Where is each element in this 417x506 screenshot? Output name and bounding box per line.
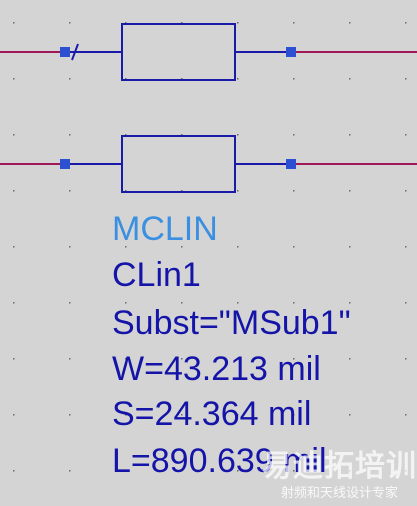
grid-dot (349, 358, 351, 360)
grid-dot (13, 414, 15, 416)
grid-dot (293, 414, 295, 416)
grid-dot (237, 190, 239, 192)
pin-2[interactable] (286, 47, 296, 57)
component-model-label[interactable]: MCLIN (112, 210, 218, 248)
grid-dot (125, 134, 127, 136)
grid-dot (13, 190, 15, 192)
grid-dot (405, 414, 407, 416)
grid-dot (349, 190, 351, 192)
grid-dot (181, 414, 183, 416)
grid-dot (69, 190, 71, 192)
grid-dot (405, 22, 407, 24)
grid-dot (405, 470, 407, 472)
grid-dot (349, 470, 351, 472)
grid-dot (181, 134, 183, 136)
grid-dot (181, 22, 183, 24)
grid-dots (13, 22, 407, 472)
grid-dot (349, 22, 351, 24)
grid-dot (293, 470, 295, 472)
grid-dot (13, 302, 15, 304)
grid-dot (237, 302, 239, 304)
pin-1[interactable] (60, 47, 70, 57)
grid-dot (181, 302, 183, 304)
grid-dot (237, 358, 239, 360)
grid-dot (13, 246, 15, 248)
grid-dot (293, 190, 295, 192)
grid-dot (69, 358, 71, 360)
grid-dot (293, 358, 295, 360)
grid-dot (69, 246, 71, 248)
component-instance-name[interactable]: CLin1 (112, 256, 201, 294)
grid-dot (237, 22, 239, 24)
grid-dot (125, 470, 127, 472)
grid-dot (405, 134, 407, 136)
grid-dot (349, 302, 351, 304)
grid-dot (181, 246, 183, 248)
pin-3[interactable] (60, 159, 70, 169)
param-width[interactable]: W=43.213 mil (112, 350, 321, 388)
grid-dot (237, 246, 239, 248)
grid-dot (125, 78, 127, 80)
grid-dot (13, 470, 15, 472)
grid-dot (69, 302, 71, 304)
grid-dot (69, 470, 71, 472)
param-spacing[interactable]: S=24.364 mil (112, 395, 312, 433)
grid-dot (13, 358, 15, 360)
grid-dot (13, 134, 15, 136)
grid-dot (125, 190, 127, 192)
grid-dot (293, 134, 295, 136)
grid-dot (125, 246, 127, 248)
grid-dot (69, 78, 71, 80)
grid-dot (125, 414, 127, 416)
grid-dot (237, 414, 239, 416)
grid-dot (349, 414, 351, 416)
grid-dot (405, 302, 407, 304)
grid-dot (237, 78, 239, 80)
grid-dot (405, 78, 407, 80)
grid-dot (125, 302, 127, 304)
grid-dot (293, 246, 295, 248)
coupled-line-top-conductor[interactable] (0, 23, 417, 81)
grid-dot (181, 470, 183, 472)
grid-dot (69, 414, 71, 416)
grid-dot (237, 470, 239, 472)
grid-dot (125, 358, 127, 360)
grid-dot (349, 134, 351, 136)
grid-dot (69, 22, 71, 24)
grid-dot (181, 190, 183, 192)
grid-dot (69, 134, 71, 136)
param-subst[interactable]: Subst="MSub1" (112, 304, 351, 342)
grid-dot (13, 22, 15, 24)
grid-dot (293, 302, 295, 304)
grid-dot (13, 78, 15, 80)
grid-dot (349, 78, 351, 80)
pin-4[interactable] (286, 159, 296, 169)
coupled-line-bottom-conductor[interactable] (0, 135, 417, 193)
grid-dot (125, 22, 127, 24)
param-length[interactable]: L=890.639 mil (112, 442, 327, 480)
grid-dot (349, 246, 351, 248)
grid-dot (293, 22, 295, 24)
grid-dot (405, 246, 407, 248)
grid-dot (181, 78, 183, 80)
pin-marker-slash (71, 43, 79, 61)
grid-dot (181, 358, 183, 360)
grid-dot (405, 190, 407, 192)
grid-dot (237, 134, 239, 136)
grid-dot (293, 78, 295, 80)
grid-dot (405, 358, 407, 360)
